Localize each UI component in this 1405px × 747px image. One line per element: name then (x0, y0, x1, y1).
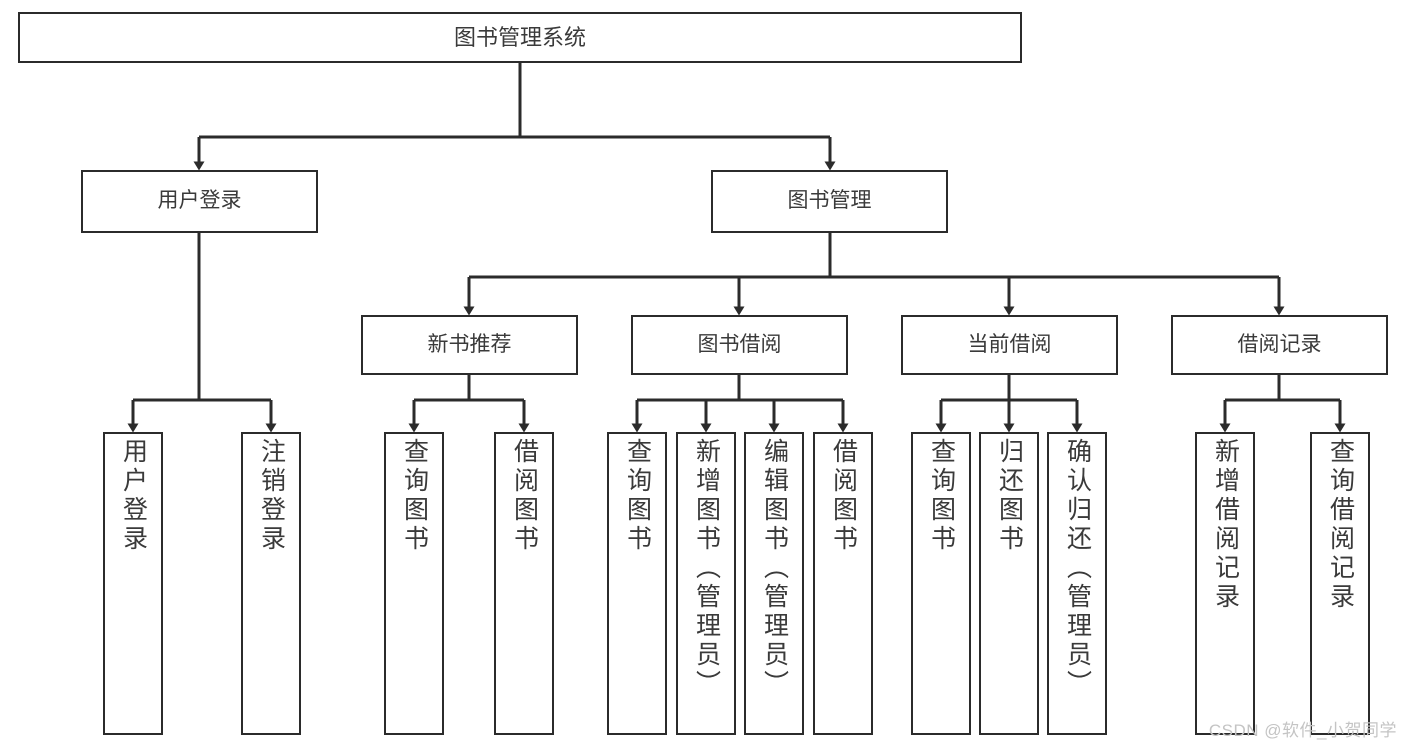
node-label: 编辑图书（管理员） (760, 438, 789, 699)
leaf-current-query-book[interactable]: 查询图书 (911, 432, 971, 735)
node-label: 新增图书（管理员） (692, 438, 721, 699)
node-label: 注销登录 (257, 438, 286, 554)
node-label: 新增借阅记录 (1211, 438, 1240, 612)
leaf-borrow-query-book[interactable]: 查询图书 (607, 432, 667, 735)
leaf-user-login-signout[interactable]: 注销登录 (241, 432, 301, 735)
node-label: 查询图书 (623, 438, 652, 554)
node-borrow-record[interactable]: 借阅记录 (1171, 315, 1388, 375)
node-label: 图书管理 (787, 189, 872, 213)
leaf-user-login-signin[interactable]: 用户登录 (103, 432, 163, 735)
node-label: 用户登录 (119, 438, 148, 554)
leaf-record-add-borrow-record[interactable]: 新增借阅记录 (1195, 432, 1255, 735)
node-label: 归还图书 (995, 438, 1024, 554)
leaf-recommend-query-book[interactable]: 查询图书 (384, 432, 444, 735)
node-label: 查询借阅记录 (1326, 438, 1355, 612)
node-book-management[interactable]: 图书管理 (711, 170, 948, 233)
node-label: 图书借阅 (697, 332, 782, 356)
node-label: 借阅图书 (510, 438, 539, 554)
leaf-current-confirm-return-admin[interactable]: 确认归还（管理员） (1047, 432, 1107, 735)
node-label: 借阅记录 (1237, 332, 1322, 356)
leaf-borrow-edit-book-admin[interactable]: 编辑图书（管理员） (744, 432, 804, 735)
node-new-book-recommend[interactable]: 新书推荐 (361, 315, 578, 375)
node-label: 新书推荐 (427, 332, 512, 356)
node-label: 查询图书 (400, 438, 429, 554)
leaf-record-query-borrow-record[interactable]: 查询借阅记录 (1310, 432, 1370, 735)
leaf-borrow-borrow-book[interactable]: 借阅图书 (813, 432, 873, 735)
leaf-recommend-borrow-book[interactable]: 借阅图书 (494, 432, 554, 735)
leaf-current-return-book[interactable]: 归还图书 (979, 432, 1039, 735)
node-label: 确认归还（管理员） (1063, 438, 1092, 699)
node-label: 当前借阅 (967, 332, 1052, 356)
node-label: 用户登录 (157, 189, 242, 213)
node-label: 借阅图书 (829, 438, 858, 554)
leaf-borrow-add-book-admin[interactable]: 新增图书（管理员） (676, 432, 736, 735)
node-user-login[interactable]: 用户登录 (81, 170, 318, 233)
node-label: 图书管理系统 (453, 24, 586, 50)
node-root-system[interactable]: 图书管理系统 (18, 12, 1022, 63)
node-current-borrow[interactable]: 当前借阅 (901, 315, 1118, 375)
node-book-borrow[interactable]: 图书借阅 (631, 315, 848, 375)
node-label: 查询图书 (927, 438, 956, 554)
